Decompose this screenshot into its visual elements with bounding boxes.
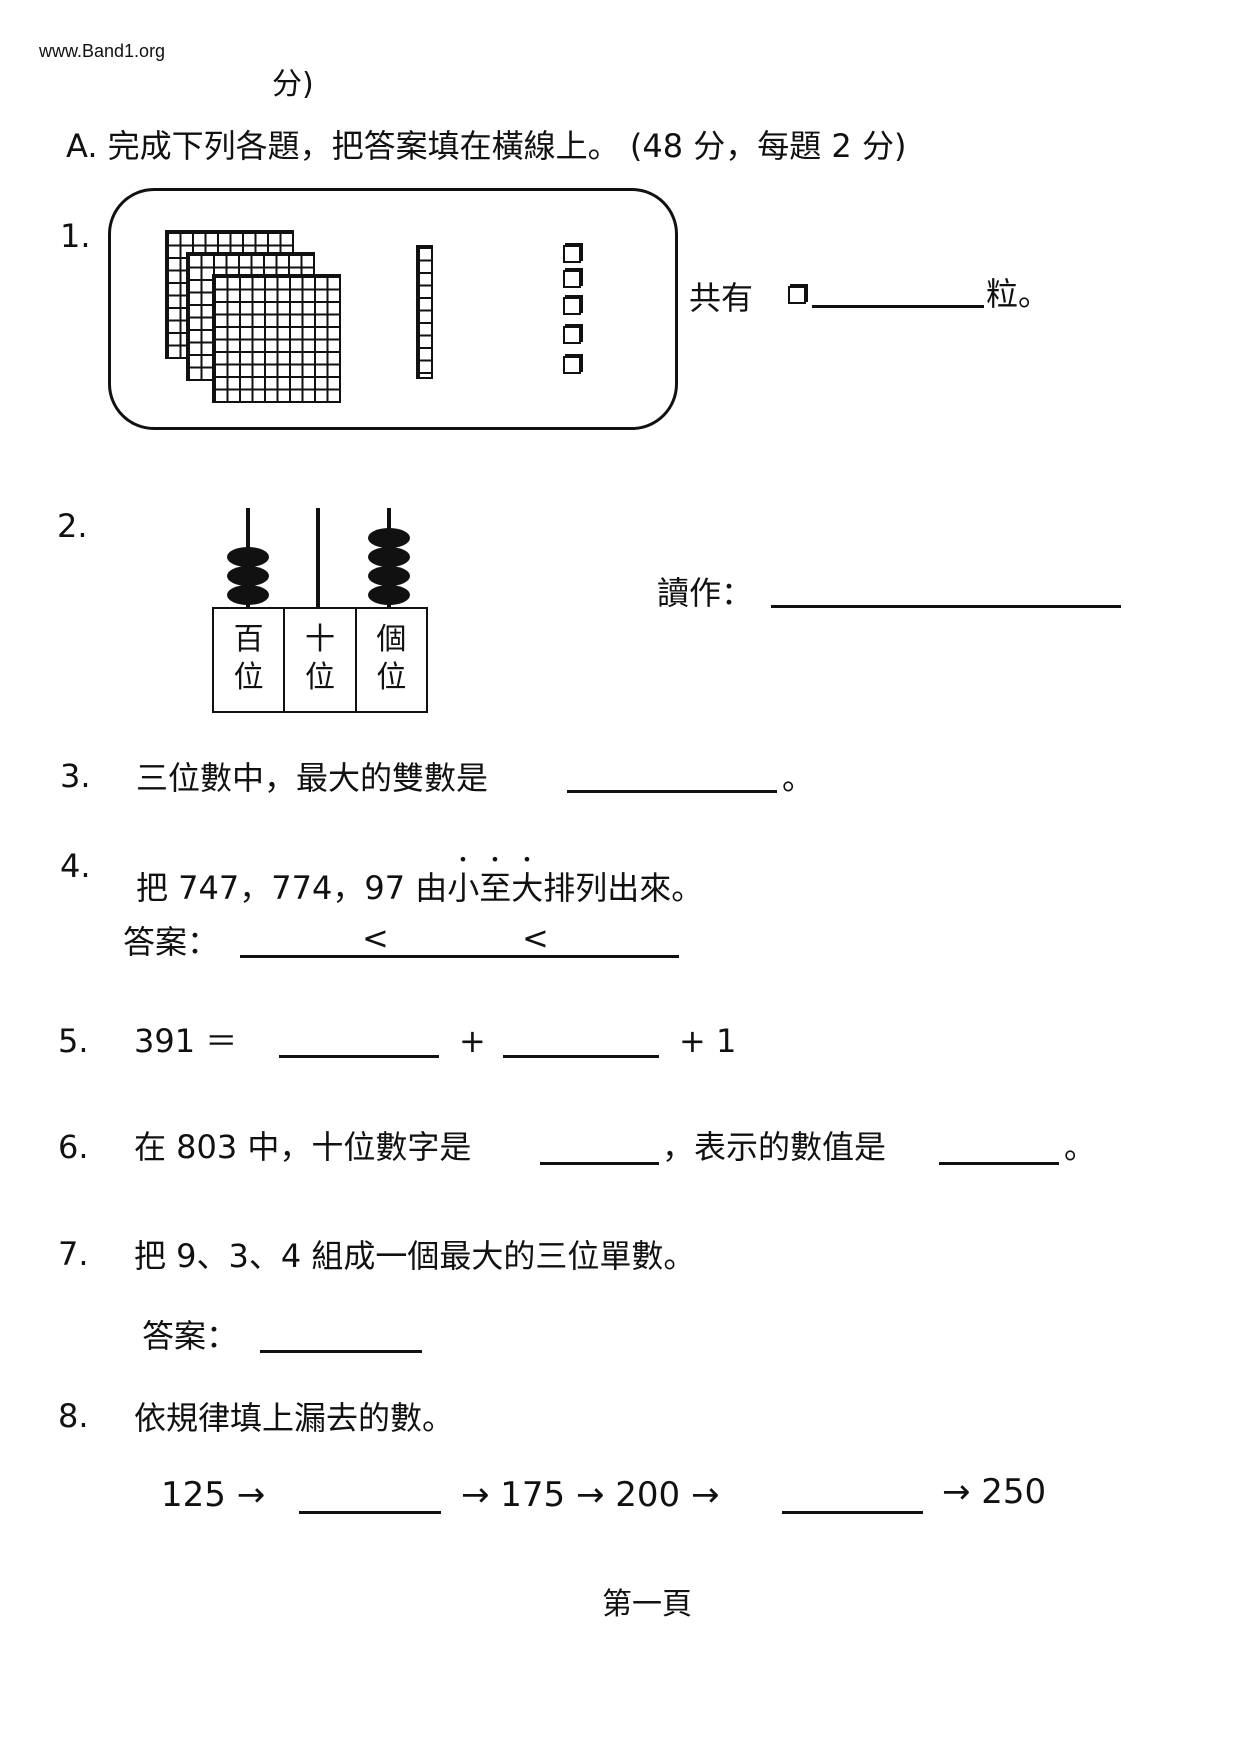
base-ten-blocks-box [108,188,678,430]
q6-end: 。 [1064,1128,1097,1166]
sequence-middle: → 175 → 200 → [461,1475,720,1515]
unit-cube-icon [563,356,581,374]
q7-answer-blank[interactable] [260,1350,422,1353]
q3-end: 。 [782,759,815,797]
q8-blank-2[interactable] [782,1511,923,1514]
watermark: www.Band1.org [39,41,166,61]
page-footer: 第一頁 [602,1587,692,1622]
q5-lhs: 391 ＝ [134,1022,238,1060]
q7-number: 7. [58,1235,89,1273]
q5-blank-1[interactable] [279,1055,439,1058]
section-header: A. 完成下列各題，把答案填在橫線上。 (48 分，每題 2 分) [66,130,906,162]
less-than-sign: < [522,919,549,957]
less-than-sign: < [362,919,389,957]
column-tens: 十位 [285,609,357,711]
unit-cube-icon [788,286,806,304]
abacus-bead [227,585,269,605]
sequence-start: 125 → [161,1475,266,1515]
q2-read-label: 讀作： [657,574,754,612]
abacus-bead [227,566,269,586]
hundred-flat-icon [212,274,341,403]
q7-text: 把 9、3、4 組成一個最大的三位單數。 [134,1237,696,1275]
abacus-bead [368,528,410,548]
q6-text-a: 在 803 中，十位數字是 [134,1128,472,1166]
q6-blank-1[interactable] [540,1162,659,1165]
abacus-bead [368,585,410,605]
column-ones: 個位 [376,622,407,695]
q4-answer-label: 答案： [123,923,220,961]
q1-prefix: 共有 [689,279,754,317]
q5-plus: + [459,1022,486,1060]
fragment-text: 分) [272,67,314,102]
q7-answer-label: 答案： [142,1317,239,1355]
q3-answer-blank[interactable] [567,790,777,793]
unit-cube-icon [563,245,581,263]
place-value-table: 百位 十位 個位 [212,607,428,713]
unit-cube-icon [563,326,581,344]
section-label: A. [66,127,98,165]
q1-answer-blank[interactable] [812,305,984,308]
q6-text-b: ，表示的數值是 [662,1128,887,1166]
q1-number: 1. [60,217,91,255]
section-score: (48 分，每題 2 分) [629,127,907,165]
q4-number: 4. [60,847,91,885]
column-hundreds: 百位 [214,609,286,711]
sequence-end: → 250 [942,1472,1047,1512]
q8-blank-1[interactable] [299,1511,441,1514]
unit-cube-icon [563,270,581,288]
q5-number: 5. [58,1022,89,1060]
section-instruction: 完成下列各題，把答案填在橫線上。 [107,127,620,165]
q2-number: 2. [57,507,88,545]
q5-blank-2[interactable] [503,1055,659,1058]
abacus-bead [368,547,410,567]
q4-text: 把 747，774，97 由小至大排列出來。 [136,869,704,907]
q5-tail: + 1 [679,1022,737,1060]
ten-rod-icon [416,245,433,379]
q6-number: 6. [58,1128,89,1166]
q8-number: 8. [58,1397,89,1435]
q3-text: 三位數中，最大的雙數是 [136,759,489,797]
abacus-rod-tens [316,508,320,608]
abacus-bead [227,547,269,567]
q1-suffix: 粒。 [986,275,1051,313]
q6-blank-2[interactable] [939,1162,1059,1165]
q2-answer-blank[interactable] [771,605,1121,608]
abacus-bead [368,566,410,586]
q4-answer-blank[interactable] [240,955,679,958]
unit-cube-icon [563,297,581,315]
q3-number: 3. [60,757,91,795]
q8-text: 依規律填上漏去的數。 [134,1399,455,1437]
